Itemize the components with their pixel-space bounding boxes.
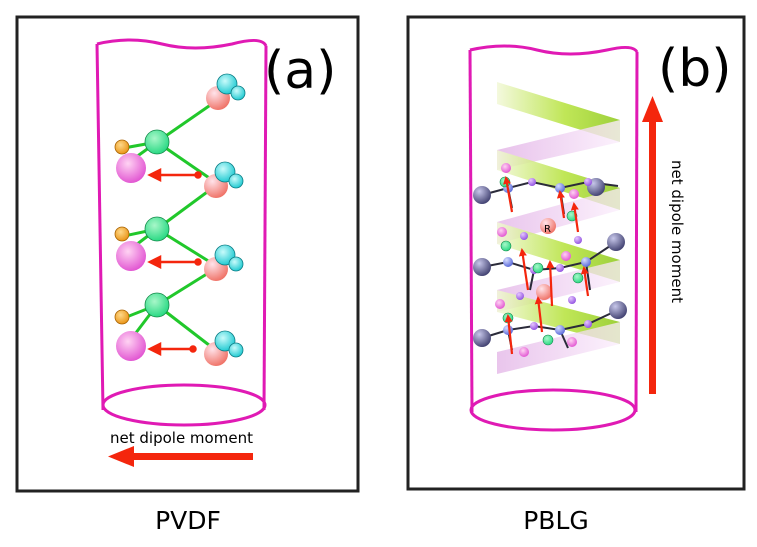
panel-b-dipole-label: net dipole moment <box>668 160 686 303</box>
oxygen-atom <box>567 337 577 347</box>
panel-a-label: (a) <box>264 41 336 101</box>
hydrogen-atom <box>532 262 544 274</box>
carbon-atom <box>584 178 592 186</box>
panel-b-label: (b) <box>658 39 732 99</box>
nitrogen-atom <box>581 257 591 267</box>
pink-atom <box>116 241 146 271</box>
orange-atom <box>114 139 130 155</box>
carbon-atom <box>144 216 170 242</box>
oxygen-atom <box>495 299 505 309</box>
panel-a-frame <box>15 15 360 493</box>
hydrogen-atom <box>500 240 512 252</box>
panel-a-caption: PVDF <box>155 506 221 535</box>
pink-atom <box>116 331 146 361</box>
carbon-atom <box>516 292 524 300</box>
panel-a: (a) net dipole moment <box>15 15 360 493</box>
fluorine-atom <box>230 85 246 101</box>
panel-a-net-dipole-arrow <box>108 446 253 467</box>
alpha-helix-ribbon <box>497 82 620 374</box>
residue-r-label: R <box>544 224 551 235</box>
carbon-atom <box>530 322 538 330</box>
oxygen-atom <box>497 227 507 237</box>
oxygen-atom <box>561 251 571 261</box>
panel-b-net-dipole-arrow <box>642 96 663 394</box>
carbon-atom <box>520 232 528 240</box>
pblg-local-dipoles <box>503 176 590 355</box>
fluorine-atom <box>228 342 244 358</box>
oxygen-atom <box>569 189 579 199</box>
pblg-atoms <box>473 163 627 357</box>
carbon-atom <box>528 178 536 186</box>
oxygen-atom <box>501 163 511 173</box>
oxygen-atom <box>519 347 529 357</box>
panel-a-dipole-label: net dipole moment <box>110 429 253 447</box>
carbon-atom <box>144 129 170 155</box>
carbon-atom <box>568 296 576 304</box>
hydrogen-atom <box>542 334 554 346</box>
carbon-atom <box>574 236 582 244</box>
orange-atom <box>114 309 130 325</box>
panel-b-caption: PBLG <box>523 506 589 535</box>
carbon-atom <box>556 264 564 272</box>
nitrogen-atom <box>555 183 565 193</box>
nitrogen-atom <box>555 325 565 335</box>
pvdf-local-dipoles <box>147 167 202 357</box>
side-chain-atom <box>536 284 552 300</box>
pink-atom <box>116 153 146 183</box>
panel-a-tube <box>95 38 268 427</box>
nitrogen-atom <box>503 257 513 267</box>
hydrogen-atom <box>572 272 584 284</box>
carbon-atom <box>144 292 170 318</box>
panel-b: R (b) net dipole moment <box>406 15 746 491</box>
fluorine-atom <box>228 173 244 189</box>
pvdf-atoms <box>114 73 246 366</box>
backbone-atom <box>473 258 491 276</box>
backbone-atom <box>607 233 625 251</box>
orange-atom <box>114 226 130 242</box>
fluorine-atom <box>228 256 244 272</box>
backbone-atom <box>473 329 491 347</box>
backbone-atom <box>473 186 491 204</box>
carbon-atom <box>584 320 592 328</box>
backbone-atom <box>609 301 627 319</box>
panel-b-tube <box>468 44 639 432</box>
side-chain-atom <box>540 218 556 234</box>
